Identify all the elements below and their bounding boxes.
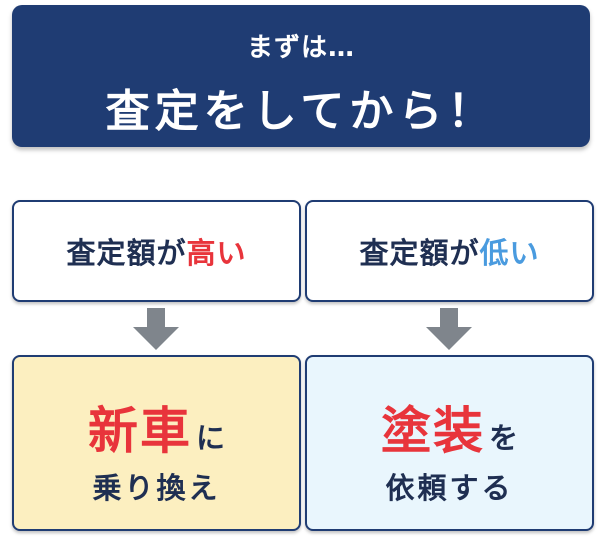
- condition-emphasis-high: 高い: [186, 236, 247, 270]
- condition-text-high: 査定額が高い: [66, 230, 246, 272]
- banner-subtitle: まずは…: [246, 33, 355, 63]
- result-particle: に: [195, 421, 225, 455]
- condition-box-high: 査定額が高い: [12, 200, 301, 302]
- header-banner: まずは… 査定をしてから！: [12, 5, 590, 147]
- result-emphasis-painting: 塗装: [380, 402, 485, 460]
- down-arrow-icon: [133, 308, 179, 350]
- result-box-painting: 塗装を 依頼する: [305, 355, 594, 531]
- condition-prefix: 査定額が: [359, 236, 480, 270]
- condition-box-low: 査定額が低い: [305, 200, 594, 302]
- result-line1: 塗装を: [307, 391, 592, 463]
- condition-emphasis-low: 低い: [479, 236, 540, 270]
- result-line2: 乗り換え: [92, 471, 221, 505]
- result-particle: を: [488, 421, 518, 455]
- result-box-new-car: 新車に 乗り換え: [12, 355, 301, 531]
- result-line1: 新車に: [14, 391, 299, 463]
- result-emphasis-new-car: 新車: [87, 402, 192, 460]
- result-line2: 依頼する: [385, 471, 514, 505]
- down-arrow-icon: [426, 308, 472, 350]
- condition-text-low: 査定額が低い: [359, 230, 539, 272]
- banner-title: 査定をしてから！: [105, 86, 497, 137]
- condition-prefix: 査定額が: [66, 236, 187, 270]
